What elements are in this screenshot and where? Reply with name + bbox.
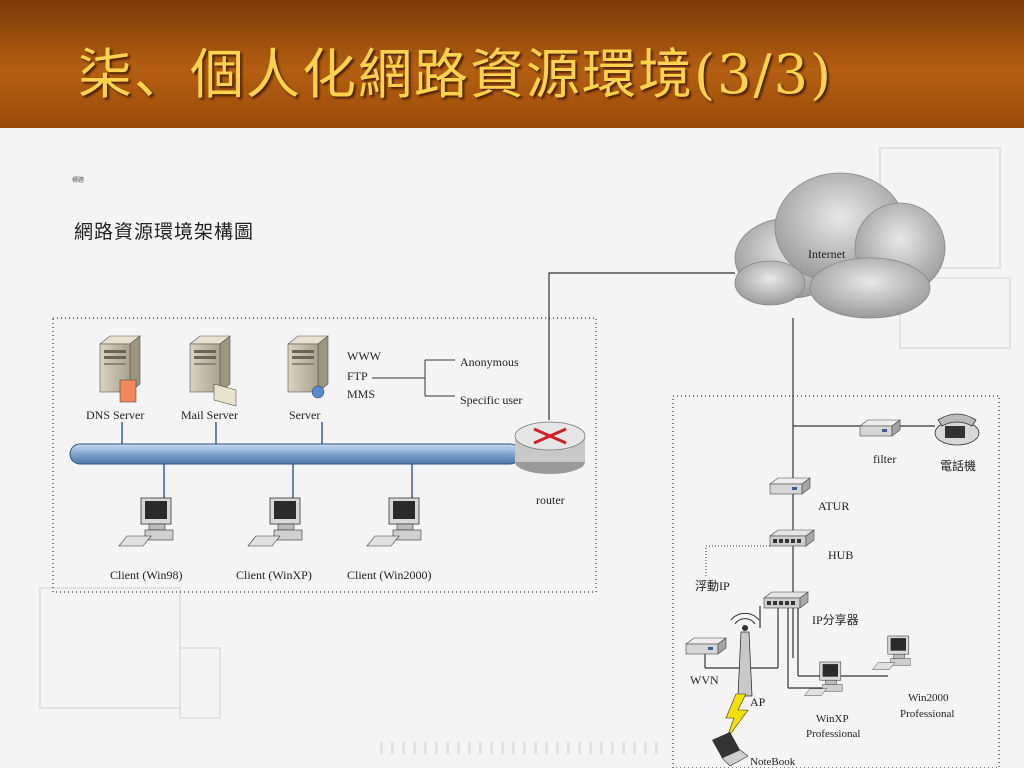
ap-icon: [730, 612, 760, 697]
user-anonymous: Anonymous: [460, 355, 519, 369]
server-drop-lines: [121, 422, 413, 504]
floating-ip-link: [705, 545, 770, 576]
dns-emblem: [119, 379, 137, 403]
diagram-title: 網路資源環境架構圖: [74, 221, 254, 243]
service-www: WWW: [347, 349, 382, 363]
router-icon: [514, 421, 586, 474]
ip-share-icon: [763, 591, 809, 609]
win2000-pro-label-2: Professional: [900, 708, 954, 720]
mail-server-label: Mail Server: [181, 408, 238, 422]
service-ftp: FTP: [347, 369, 368, 383]
floating-ip-label: 浮動IP: [695, 579, 730, 593]
client-win98-icon: [118, 497, 174, 547]
wvn-icon: [685, 637, 727, 655]
atur-icon: [769, 477, 811, 495]
note-tag: 標題: [72, 176, 84, 184]
hub-label: HUB: [828, 548, 853, 562]
dns-server-label: DNS Server: [86, 408, 144, 422]
client-winxp-label: Client (WinXP): [236, 568, 312, 582]
filter-icon: [859, 419, 901, 437]
network-diagram: 標題 網路資源環境架構圖 DNS Server Mail Server Serv…: [39, 147, 1011, 768]
wireless-bolt-icon: [725, 693, 749, 741]
title-bar: 柒、個人化網路資源環境(3/3): [0, 0, 1024, 128]
phone-label: 電話機: [940, 458, 976, 473]
winxp-pro-label-2: Professional: [806, 728, 860, 740]
router-label: router: [536, 493, 565, 507]
client-win2000-label: Client (Win2000): [347, 568, 432, 582]
mail-server-icon: [189, 335, 231, 393]
user-specific: Specific user: [460, 393, 522, 407]
phone-icon: [934, 413, 980, 446]
hub-icon: [769, 529, 815, 547]
internet-label: Internet: [808, 247, 846, 261]
router-internet-link: [548, 272, 735, 420]
slide-title: 柒、個人化網路資源環境(3/3): [78, 43, 834, 106]
server-globe: [311, 385, 325, 399]
lan-bus: [69, 443, 521, 465]
internet-cloud: [734, 172, 946, 319]
winxp-pro-icon: [804, 661, 843, 696]
ip-share-label: IP分享器: [812, 612, 859, 627]
mail-envelope: [213, 383, 237, 407]
atur-label: ATUR: [818, 499, 849, 513]
slide-content: 標題 網路資源環境架構圖 DNS Server Mail Server Serv…: [0, 128, 1024, 768]
filter-label: filter: [873, 452, 896, 466]
ap-label: AP: [750, 695, 766, 709]
server-icon: [287, 335, 329, 393]
server-label: Server: [289, 408, 320, 422]
client-win98-label: Client (Win98): [110, 568, 183, 582]
client-winxp-icon: [247, 497, 303, 547]
win2000-pro-label-1: Win2000: [908, 692, 949, 704]
notebook-label: NoteBook: [750, 756, 796, 768]
service-branch-lines: [372, 359, 455, 397]
winxp-pro-label-1: WinXP: [816, 713, 849, 725]
lan-boundary: [52, 317, 597, 593]
service-mms: MMS: [347, 387, 375, 401]
win2000-pro-icon: [872, 635, 911, 670]
client-win2000-icon: [366, 497, 422, 547]
wvn-label: WVN: [690, 673, 719, 687]
notebook-icon: [712, 732, 749, 767]
home-boundary: [672, 395, 1000, 768]
